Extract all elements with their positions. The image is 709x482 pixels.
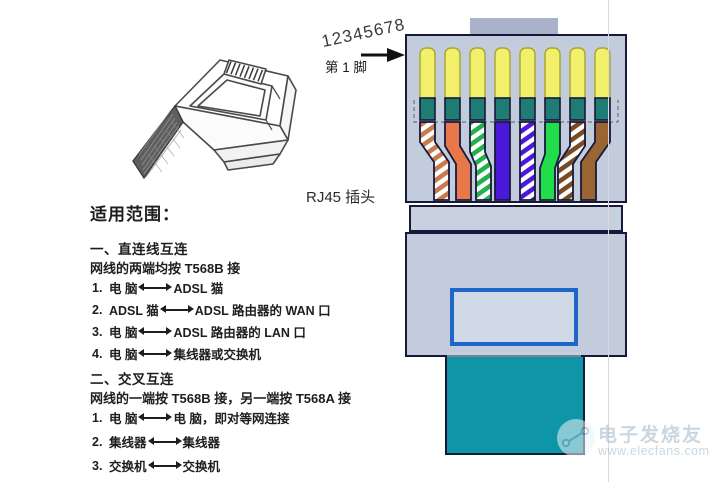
double-arrow-icon <box>147 436 182 447</box>
list-item-number: 2. <box>92 302 103 317</box>
list-item-number: 1. <box>92 410 103 425</box>
contact-pin-3 <box>469 47 486 121</box>
list-item-left: ADSL 猫 <box>109 304 159 318</box>
list-item-left: 交换机 <box>109 460 147 474</box>
watermark-url: www.elecfans.com <box>598 444 709 458</box>
list-item: 1. 电 脑 电 脑，即对等网连接 <box>92 408 289 427</box>
contact-pin-7 <box>569 47 586 121</box>
connector-window <box>450 288 578 346</box>
section1-title: 一、直连线互连 <box>90 242 188 257</box>
wire-pin-6 <box>539 121 561 201</box>
list-item-right: ADSL 路由器的 LAN 口 <box>173 326 306 340</box>
list-item-number: 4. <box>92 346 103 361</box>
section2-subtitle: 网线的一端按 T568B 接，另一端按 T568A 接 <box>90 391 352 406</box>
list-item-right: 集线器 <box>182 436 221 450</box>
double-arrow-icon <box>138 282 173 293</box>
list-item: 2. ADSL 猫 ADSL 路由器的 WAN 口 <box>92 300 331 319</box>
contact-pin-6 <box>544 47 561 121</box>
wire-pin-4 <box>494 121 511 201</box>
section2-title: 二、交叉互连 <box>90 372 174 387</box>
section1-subtitle: 网线的两端均按 T568B 接 <box>90 261 241 276</box>
plug-caption: RJ45 插头 <box>306 189 376 206</box>
watermark: 电子发烧友 www.elecfans.com <box>556 414 709 476</box>
double-arrow-icon <box>147 460 182 471</box>
wire-pin-8 <box>580 121 611 201</box>
double-arrow-icon <box>138 326 173 337</box>
watermark-cjk: 电子发烧友 <box>598 425 704 446</box>
double-arrow-icon <box>138 412 173 423</box>
pin1-label: 第 1 脚 <box>325 60 368 75</box>
image-seam-divider <box>608 0 609 482</box>
wire-pin-3 <box>469 121 492 201</box>
contact-pin-4 <box>494 47 511 121</box>
wire-pin-5 <box>519 121 536 201</box>
list-item-number: 3. <box>92 324 103 339</box>
list-item-left: 电 脑 <box>109 348 138 362</box>
rj45-plug-icon <box>132 59 297 180</box>
contact-bracket <box>413 100 619 123</box>
list-item-left: 电 脑 <box>109 326 138 340</box>
double-arrow-icon <box>159 304 194 315</box>
scope-title: 适用范围： <box>90 205 180 224</box>
list-item-left: 集线器 <box>109 436 147 450</box>
list-item: 1. 电 脑 ADSL 猫 <box>92 278 223 297</box>
list-item: 2. 集线器 集线器 <box>92 432 220 451</box>
list-item-number: 3. <box>92 458 103 473</box>
contact-pin-2 <box>444 47 461 121</box>
wire-pin-1 <box>419 121 450 201</box>
connector-top-tab <box>470 18 558 35</box>
arrow-right-icon <box>361 48 405 62</box>
wire-pinout-graphic <box>413 47 619 201</box>
list-item: 3. 电 脑 ADSL 路由器的 LAN 口 <box>92 322 306 341</box>
list-item: 4. 电 脑 集线器或交换机 <box>92 344 261 363</box>
list-item-right: 集线器或交换机 <box>173 348 261 362</box>
wire-pin-7 <box>557 121 586 201</box>
list-item-number: 1. <box>92 280 103 295</box>
double-arrow-icon <box>138 348 173 359</box>
contact-pin-5 <box>519 47 536 121</box>
list-item-left: 电 脑 <box>109 412 138 426</box>
wire-pin-2 <box>444 121 472 201</box>
connector-neck <box>409 205 623 232</box>
list-item-number: 2. <box>92 434 103 449</box>
elecfans-logo-icon <box>557 419 595 457</box>
list-item-right: ADSL 猫 <box>173 282 224 296</box>
contact-pin-1 <box>419 47 436 121</box>
list-item-right: 交换机 <box>182 460 221 474</box>
list-item: 3. 交换机 交换机 <box>92 456 220 475</box>
rj45-connector-diagram: 第 1 脚 <box>325 0 639 482</box>
rj45-plug-figure: 12345678 RJ45 插头 <box>128 14 407 206</box>
list-item-left: 电 脑 <box>109 282 138 296</box>
contact-pin-8 <box>594 47 611 121</box>
list-item-right: ADSL 路由器的 WAN 口 <box>194 304 331 318</box>
list-item-right: 电 脑，即对等网连接 <box>173 412 290 426</box>
